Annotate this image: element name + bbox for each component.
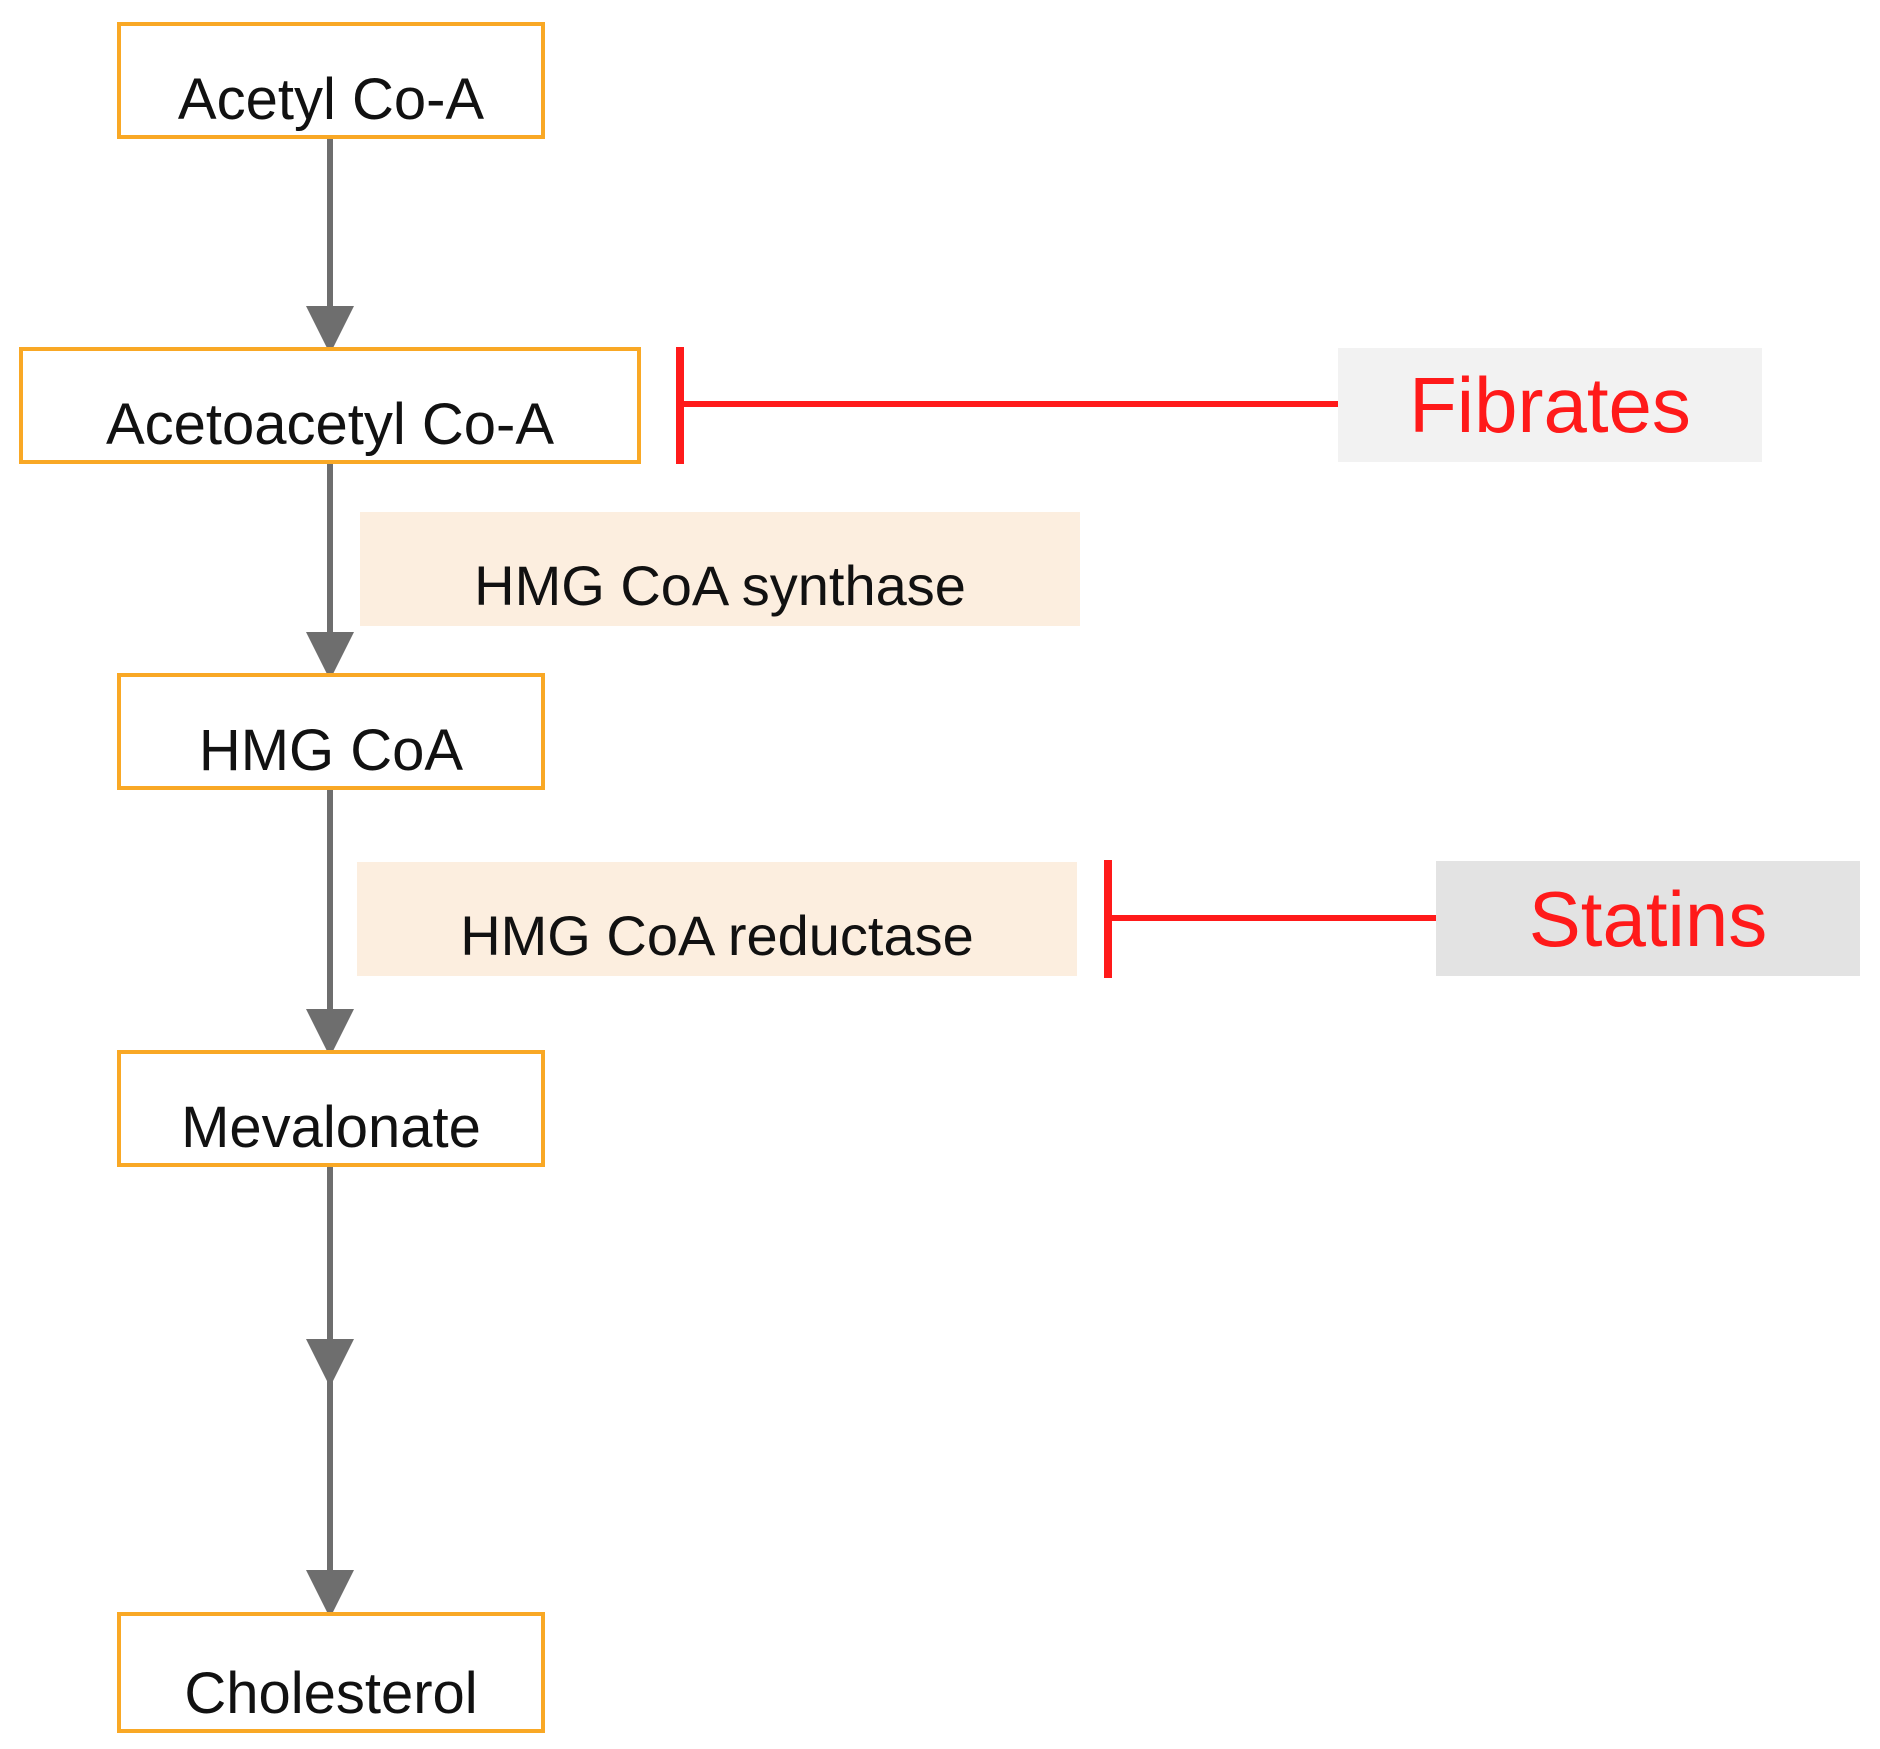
enzyme-reductase-label: HMG CoA reductase [460, 904, 974, 967]
inhibitor-fibrates: Fibrates [1338, 348, 1762, 462]
fibrates-inhibition-line [676, 347, 1338, 464]
node-mevalonate-label: Mevalonate [181, 1095, 481, 1160]
inhibitor-statins-label: Statins [1528, 874, 1768, 963]
enzyme-hmg-coa-reductase: HMG CoA reductase [357, 862, 1077, 976]
enzyme-hmg-coa-synthase: HMG CoA synthase [360, 512, 1080, 626]
node-acetyl-coa: Acetyl Co-A [117, 22, 545, 139]
node-mevalonate: Mevalonate [117, 1050, 545, 1167]
enzyme-synthase-label: HMG CoA synthase [474, 554, 966, 617]
node-acetoacetyl-coa: Acetoacetyl Co-A [19, 347, 641, 464]
node-acetyl-coa-label: Acetyl Co-A [177, 67, 485, 132]
statins-inhibition-line [1104, 860, 1436, 978]
node-cholesterol: Cholesterol [117, 1612, 545, 1733]
inhibitor-fibrates-label: Fibrates [1409, 361, 1691, 449]
node-hmg-coa-label: HMG CoA [198, 718, 464, 783]
node-cholesterol-label: Cholesterol [184, 1661, 478, 1726]
node-hmg-coa: HMG CoA [117, 673, 545, 790]
node-acetoacetyl-coa-label: Acetoacetyl Co-A [105, 392, 555, 457]
inhibitor-statins: Statins [1436, 861, 1860, 976]
